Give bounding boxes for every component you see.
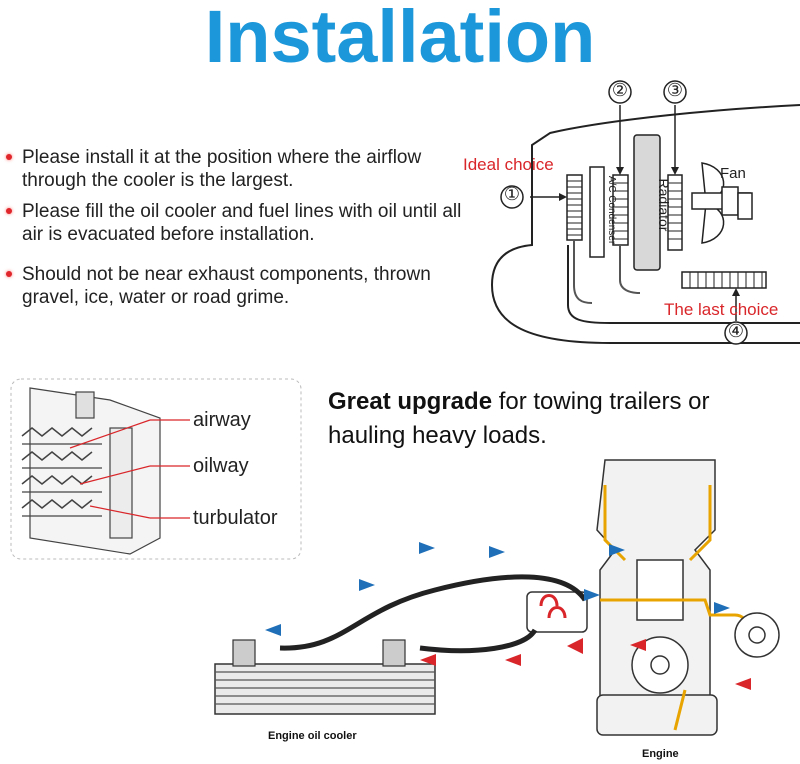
bullet-text-2: Please fill the oil cooler and fuel line… [22,201,462,245]
last-choice-label: The last choice [664,300,779,319]
bullet-dot-icon [6,271,12,277]
condenser-label: A/C Condenser [606,175,617,245]
oilway-label: oilway [193,455,249,477]
upgrade-text: Great upgrade for towing trailers or hau… [328,385,788,453]
fan-label: Fan [720,165,746,182]
ideal-choice-label: Ideal choice [463,155,554,174]
page-title: Installation [204,0,596,78]
bullet-text-1: Please install it at the position where … [22,147,422,191]
turbulator-label: turbulator [193,507,278,529]
upgrade-highlight: Great upgrade [328,388,493,415]
marker-3: ③ [666,80,684,100]
bullet-item-2: Please fill the oil cooler and fuel line… [6,200,476,246]
marker-1: ① [503,184,521,204]
bullet-item-3: Should not be near exhaust components, t… [6,263,476,309]
airway-label: airway [193,409,251,431]
engine-caption: Engine [642,748,679,760]
bullet-text-3: Should not be near exhaust components, t… [22,264,431,308]
upgrade-rest: for towing trailers or hauling heavy loa… [328,388,710,449]
radiator-label: Radiator [656,178,672,232]
cooler-cutaway-diagram [10,378,302,560]
marker-4: ④ [727,321,745,341]
bullet-dot-icon [6,154,12,160]
engine-flow-diagram [214,459,780,736]
cooler-caption: Engine oil cooler [268,730,357,742]
bullet-dot-icon [6,208,12,214]
marker-2: ② [611,80,629,100]
bullet-item-1: Please install it at the position where … [6,146,476,192]
placement-diagram [490,80,800,345]
